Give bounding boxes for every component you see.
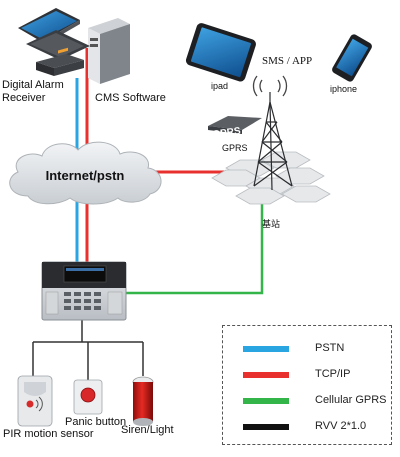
legend-label-rvv: RVV 2*1.0 [315,420,367,432]
signal-waves-icon [252,75,288,97]
legend-item-gprs: Cellular GPRS [223,392,393,412]
legend-label-gprs: Cellular GPRS [315,394,387,406]
ipad-icon [185,23,256,82]
receiver-label: Digital Alarm Receiver [2,79,64,105]
receiver-label-line-1: Digital Alarm [2,79,64,91]
internet-cloud-icon [9,141,162,205]
legend-item-pstn: PSTN [223,340,393,360]
cms-label: CMS Software [95,92,166,104]
panic-button-icon [73,379,103,415]
ipad-label: ipad [211,81,229,91]
alarm-receiver-icon [36,47,84,76]
legend-label-tcpip: TCP/IP [315,368,351,380]
legend-swatch-gprs [243,398,289,404]
legend: PSTN TCP/IP Cellular GPRS RVV 2*1.0 [222,325,392,445]
legend-label-pstn: PSTN [315,342,345,354]
receiver-label-line-2: Receiver [2,92,46,104]
legend-swatch-tcpip [243,372,289,378]
rvv-wiring [32,320,144,380]
internet-label: Internet/pstn [46,168,125,183]
iphone-icon [332,34,372,82]
gprs-line [125,200,264,295]
gprs-sign-icon [208,116,262,134]
panic-label: Panic button [65,416,127,428]
sms-app-label: SMS / APP [262,55,313,67]
legend-item-rvv: RVV 2*1.0 [223,418,393,438]
siren-light-icon [132,376,154,426]
gprs-sign-label: GPRS [212,126,242,141]
alarm-panel-icon [41,261,127,321]
cell-tower-icon [253,92,293,191]
pc-tower-icon [88,18,130,84]
keyboard-icon [26,30,90,60]
pir-sensor-icon [17,375,53,427]
legend-item-tcpip: TCP/IP [223,366,393,386]
pir-label: PIR motion sensor [3,428,94,440]
siren-label: Siren/Light [121,424,174,436]
iphone-label: iphone [330,84,358,94]
legend-swatch-pstn [243,346,289,352]
gprs-label: GPRS [222,143,248,153]
legend-swatch-rvv [243,424,289,430]
base-station-label: 基站 [262,220,281,230]
